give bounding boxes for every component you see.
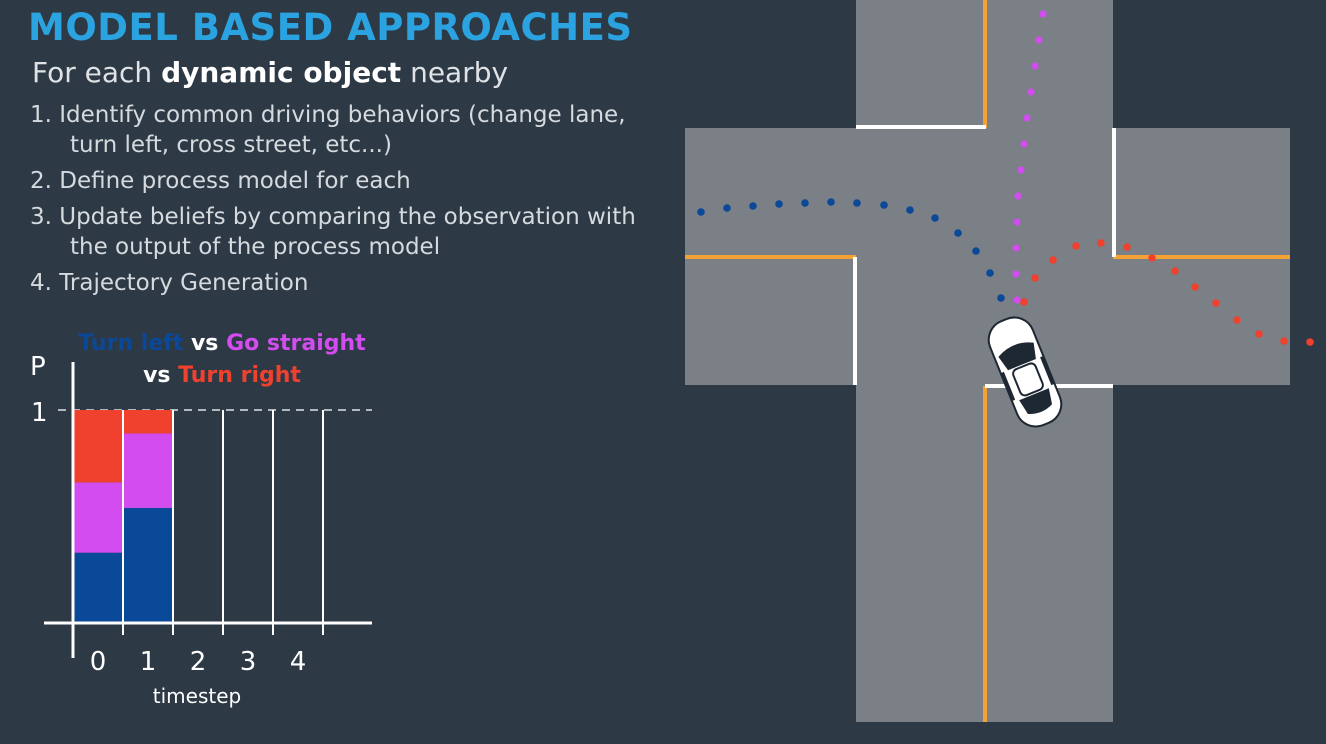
trajectory-dot [1171, 267, 1179, 275]
trajectory-dot [1023, 114, 1031, 122]
legend-turn-left: Turn left [78, 331, 184, 356]
trajectory-dot [801, 199, 809, 207]
probability-bar-chart: P 1 0 1 2 3 4 timestep [30, 352, 372, 708]
trajectory-turn-left [697, 198, 1005, 302]
x-tick-label: 2 [190, 647, 207, 677]
legend-vs-2: vs [143, 363, 179, 388]
trajectory-dot [1020, 298, 1028, 306]
x-ticks-group: 0 1 2 3 4 [90, 647, 307, 677]
trajectory-dot [997, 294, 1005, 302]
bar-segment-go-straight-t0 [74, 482, 122, 553]
trajectory-dot [906, 206, 914, 214]
slide-subtitle: For each dynamic object nearby [32, 56, 508, 89]
legend-line-2: vs Turn right [72, 360, 372, 392]
x-tick-label: 0 [90, 647, 107, 677]
legend-vs-1: vs [183, 331, 227, 356]
trajectory-dot [1020, 140, 1028, 148]
step-1: 1. Identify common driving behaviors (ch… [30, 100, 636, 160]
trajectory-dot [1148, 254, 1156, 262]
bar-segment-turn-right-t1 [124, 410, 172, 434]
chart-legend: Turn left vs Go straight vs Turn right [72, 328, 372, 392]
x-axis-label: timestep [153, 684, 241, 708]
road-surface [685, 0, 1290, 722]
trajectory-dot [697, 208, 705, 216]
trajectory-dot [1012, 244, 1020, 252]
trajectory-dot [1039, 10, 1047, 18]
trajectory-dot [1035, 36, 1043, 44]
trajectory-dot [1017, 166, 1025, 174]
step-1-line1: 1. Identify common driving behaviors (ch… [30, 102, 626, 128]
step-4-line1: 4. Trajectory Generation [30, 270, 309, 296]
trajectory-dot [1255, 330, 1263, 338]
legend-go-straight: Go straight [226, 331, 366, 356]
car-top-view-icon [987, 316, 1063, 428]
x-tick-label: 3 [240, 647, 257, 677]
trajectory-go-straight [1012, 10, 1047, 304]
step-1-line2: turn left, cross street, etc...) [70, 132, 392, 158]
x-tick-label: 4 [290, 647, 307, 677]
bar-segment-turn-left-t1 [124, 507, 172, 623]
trajectory-dot [1012, 270, 1020, 278]
step-3-line1: 3. Update beliefs by comparing the obser… [30, 204, 636, 230]
trajectory-dot [1031, 274, 1039, 282]
lane-markings [685, 0, 1290, 722]
bar-segment-turn-right-t0 [74, 410, 122, 483]
trajectory-dot [1049, 256, 1057, 264]
step-3: 3. Update beliefs by comparing the obser… [30, 202, 636, 262]
subtitle-post: nearby [401, 56, 509, 89]
steps-list: 1. Identify common driving behaviors (ch… [30, 100, 636, 304]
trajectory-dot [1013, 218, 1021, 226]
trajectory-dot [1123, 243, 1131, 251]
legend-line-1: Turn left vs Go straight [72, 328, 372, 360]
trajectory-dot [1027, 88, 1035, 96]
trajectory-dot [880, 201, 888, 209]
subtitle-bold: dynamic object [161, 56, 402, 89]
trajectory-dot [954, 229, 962, 237]
trajectory-dot [1097, 239, 1105, 247]
bar-segment-go-straight-t1 [124, 433, 172, 508]
trajectory-dot [1212, 299, 1220, 307]
trajectory-turn-right [1020, 239, 1314, 346]
trajectory-dot [723, 204, 731, 212]
trajectory-dot [749, 202, 757, 210]
trajectory-dot [972, 247, 980, 255]
trajectory-dot [1233, 316, 1241, 324]
trajectory-dot [1072, 242, 1080, 250]
slide-title: MODEL BASED APPROACHES [28, 6, 633, 49]
trajectory-dot [853, 199, 861, 207]
step-3-line2: the output of the process model [70, 234, 441, 260]
step-4: 4. Trajectory Generation [30, 268, 636, 298]
step-2-line1: 2. Define process model for each [30, 168, 411, 194]
trajectory-dot [1306, 338, 1314, 346]
bars-group [74, 410, 324, 635]
bar-segment-turn-left-t0 [74, 552, 122, 623]
trajectory-dot [1280, 337, 1288, 345]
y-axis-label: P [30, 352, 46, 382]
x-tick-label: 1 [140, 647, 157, 677]
trajectory-dot [1013, 296, 1021, 304]
legend-turn-right: Turn right [178, 363, 301, 388]
trajectory-dot [775, 200, 783, 208]
step-2: 2. Define process model for each [30, 166, 636, 196]
trajectory-dot [1031, 62, 1039, 70]
trajectory-dot [827, 198, 835, 206]
trajectory-dot [1014, 192, 1022, 200]
subtitle-pre: For each [32, 56, 162, 89]
trajectory-dot [1191, 283, 1199, 291]
y-tick-label: 1 [31, 398, 48, 428]
trajectory-dot [931, 214, 939, 222]
trajectory-dot [986, 269, 994, 277]
